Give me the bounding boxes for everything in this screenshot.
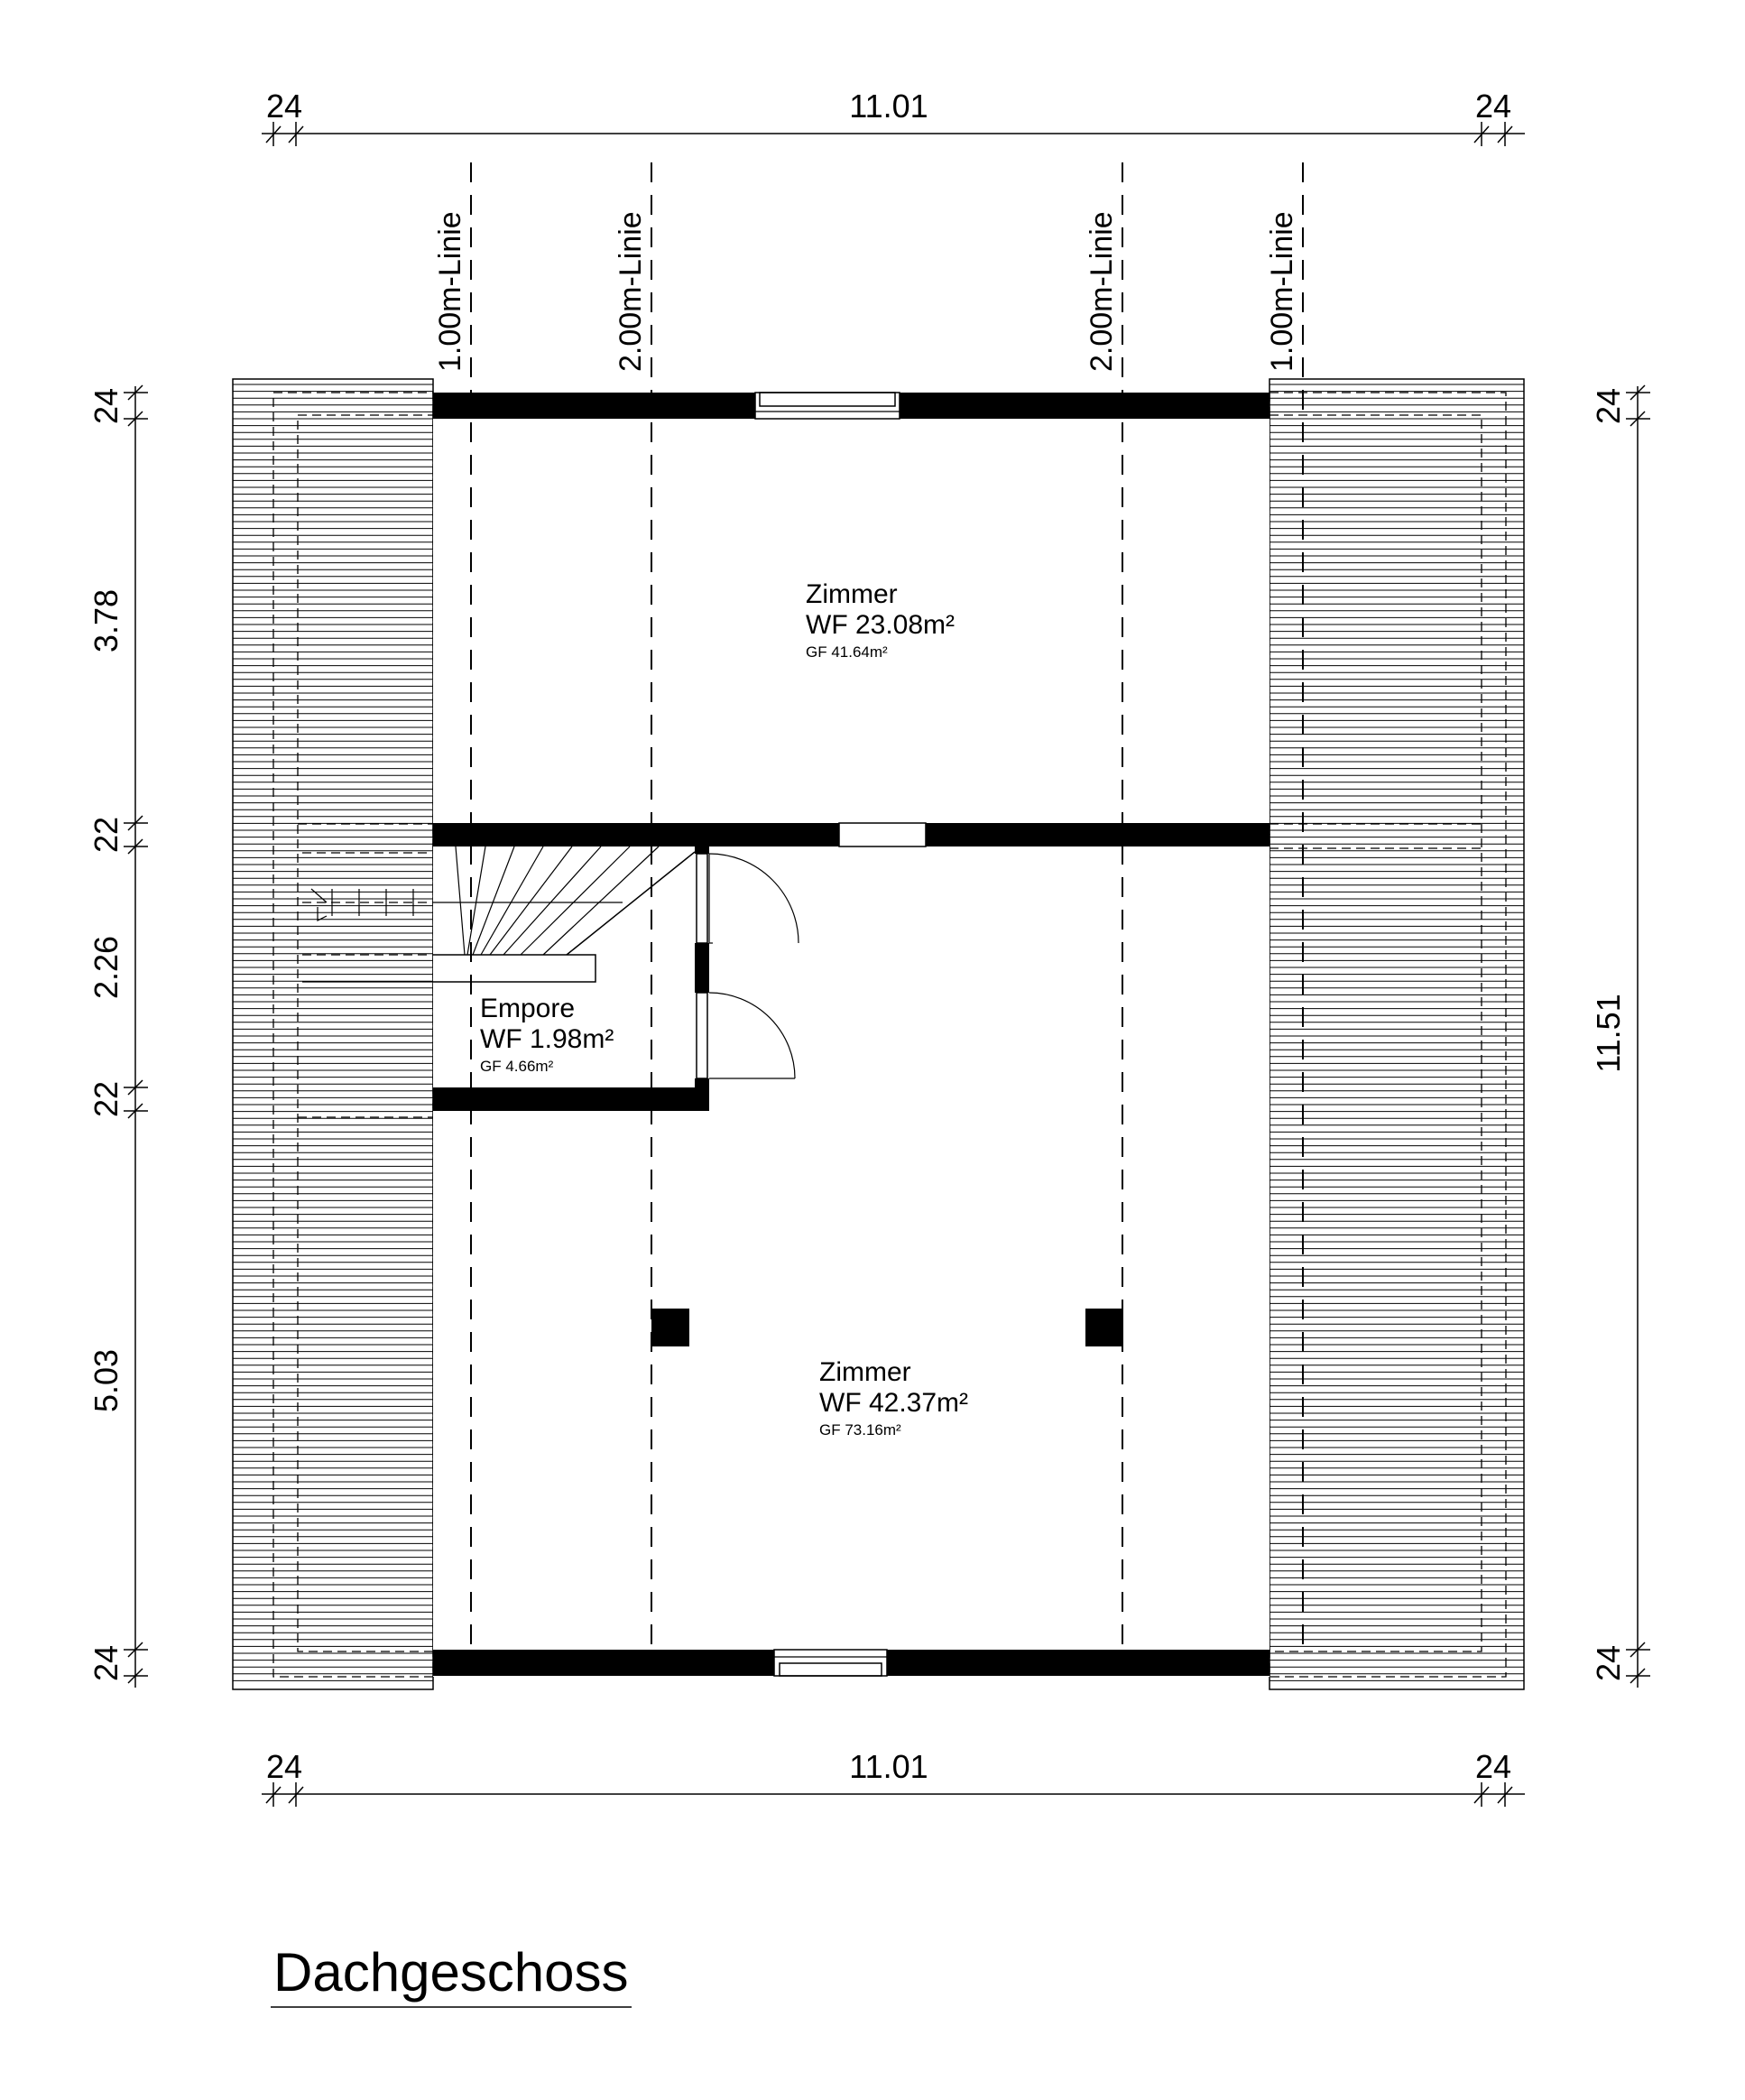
room-zimmer-upper: Zimmer WF 23.08m² GF 41.64m² bbox=[806, 579, 955, 661]
height-lines bbox=[470, 162, 1304, 1651]
dimension-label: 22 bbox=[88, 1081, 125, 1117]
column bbox=[651, 1309, 689, 1346]
room-zimmer-lower: Zimmer WF 42.37m² GF 73.16m² bbox=[819, 1357, 968, 1439]
dimension-label: 24 bbox=[266, 88, 302, 125]
dimension-label: 24 bbox=[1590, 388, 1627, 424]
room-name: Zimmer bbox=[806, 579, 898, 609]
dimension-label: 11.01 bbox=[849, 1748, 928, 1785]
room-wf: WF 23.08m² bbox=[806, 610, 955, 640]
room-gf: GF 4.66m² bbox=[480, 1058, 554, 1075]
roof-hatch-right bbox=[1270, 384, 1524, 1681]
dimension-bottom: 24 11.01 24 bbox=[262, 1748, 1525, 1807]
dimension-label: 2.26 bbox=[88, 936, 125, 999]
roof-left bbox=[232, 378, 434, 1690]
door-lower bbox=[696, 992, 796, 1079]
dimension-label: 5.03 bbox=[88, 1349, 125, 1412]
room-wf: WF 1.98m² bbox=[480, 1024, 614, 1054]
wall-empore bbox=[433, 1087, 709, 1111]
room-empore: Empore WF 1.98m² GF 4.66m² bbox=[480, 994, 614, 1075]
height-line-label: 1.00m-Linie bbox=[1265, 211, 1299, 372]
roof-area-right-dashes bbox=[1270, 823, 1482, 849]
plan-title: Dachgeschoss bbox=[273, 1942, 629, 2003]
walls bbox=[433, 393, 1270, 1676]
roof-right bbox=[1269, 378, 1525, 1690]
height-line-label: 1.00m-Linie bbox=[433, 211, 467, 372]
dimension-label: 3.78 bbox=[88, 589, 125, 652]
wall-opening bbox=[838, 822, 927, 847]
dimension-label: 24 bbox=[1590, 1645, 1627, 1681]
dimension-right: 24 11.51 24 bbox=[1590, 384, 1650, 1688]
dimension-left: 24 3.78 22 2.26 22 5.03 24 bbox=[88, 384, 148, 1688]
column bbox=[1085, 1309, 1123, 1346]
room-name: Empore bbox=[480, 994, 575, 1023]
dimension-label: 24 bbox=[1475, 88, 1511, 125]
dimension-label: 22 bbox=[88, 817, 125, 853]
dimension-label: 11.01 bbox=[849, 88, 928, 125]
room-gf: GF 41.64m² bbox=[806, 643, 888, 661]
door-upper bbox=[696, 853, 799, 944]
wall-top bbox=[433, 393, 755, 419]
roof-hatch-left bbox=[233, 384, 433, 1681]
dimension-label: 24 bbox=[1475, 1748, 1511, 1785]
roof-overhang-right bbox=[1269, 392, 1507, 1678]
dimension-label: 24 bbox=[88, 1645, 125, 1681]
dimension-top: 24 11.01 24 bbox=[262, 88, 1525, 146]
room-gf: GF 73.16m² bbox=[819, 1421, 901, 1439]
dimension-label: 24 bbox=[88, 388, 125, 424]
height-line-label: 2.00m-Linie bbox=[1085, 211, 1119, 372]
window-bottom bbox=[773, 1649, 888, 1677]
dimension-label: 11.51 bbox=[1590, 994, 1627, 1072]
room-wf: WF 42.37m² bbox=[819, 1388, 968, 1418]
wall-interior bbox=[433, 823, 839, 846]
wall-bottom bbox=[433, 1650, 774, 1676]
dimension-label: 24 bbox=[266, 1748, 302, 1785]
room-name: Zimmer bbox=[819, 1357, 911, 1387]
height-line-label: 2.00m-Linie bbox=[614, 211, 648, 372]
stairs bbox=[298, 823, 696, 1118]
window-top bbox=[754, 392, 900, 420]
